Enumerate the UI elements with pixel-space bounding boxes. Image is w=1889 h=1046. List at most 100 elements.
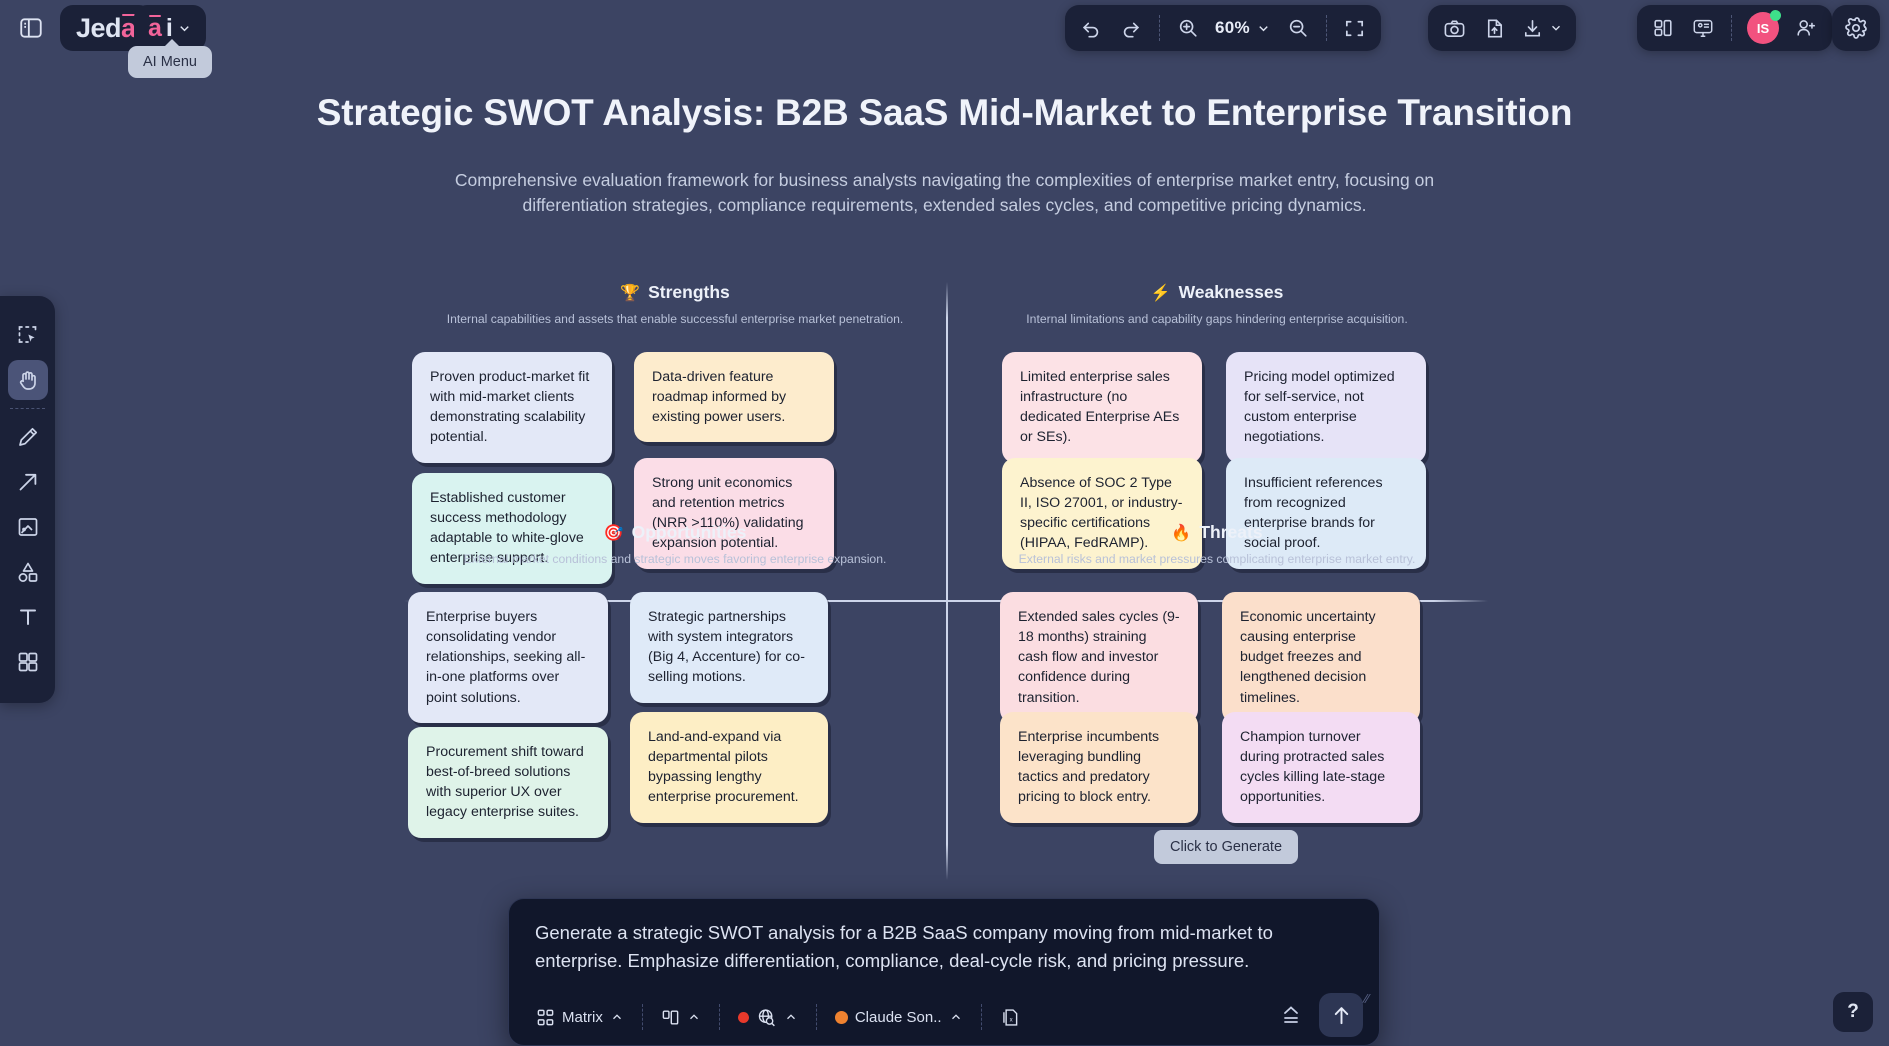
swot-card[interactable]: Extended sales cycles (9-18 months) stra… — [1000, 592, 1198, 723]
present-button[interactable] — [1683, 9, 1723, 47]
avatar-initials: IS — [1756, 20, 1770, 36]
swot-card[interactable]: Absence of SOC 2 Type II, ISO 27001, or … — [1002, 458, 1202, 569]
quadrant-description: Internal capabilities and assets that en… — [446, 312, 904, 326]
swot-card[interactable]: Strategic partnerships with system integ… — [630, 592, 828, 703]
swot-card[interactable]: Enterprise buyers consolidating vendor r… — [408, 592, 608, 723]
model-selector[interactable]: Claude Son.. — [826, 1003, 972, 1032]
prompt-divider — [718, 1004, 720, 1030]
swot-card[interactable]: Established customer success methodology… — [412, 473, 612, 584]
quadrant-title: Weaknesses — [1178, 282, 1284, 302]
target-icon: 🎯 — [603, 524, 624, 542]
help-button[interactable]: ? — [1833, 992, 1873, 1032]
prompt-input[interactable]: Generate a strategic SWOT analysis for a… — [535, 922, 1273, 972]
quadrant-title: Threats — [1199, 522, 1263, 542]
prompt-bar: Generate a strategic SWOT analysis for a… — [508, 898, 1380, 1046]
swot-card[interactable]: Strong unit economics and retention metr… — [634, 458, 834, 569]
sidebar-item-arrow-tool[interactable] — [8, 462, 48, 502]
redo-button[interactable] — [1111, 9, 1151, 47]
tool-rail — [0, 296, 55, 703]
swot-card[interactable]: Economic uncertainty causing enterprise … — [1222, 592, 1420, 723]
fit-to-screen-button[interactable] — [1335, 9, 1375, 47]
quadrant-header: ⚡ Weaknesses Internal limitations and ca… — [946, 282, 1488, 326]
chevron-up-icon — [784, 1010, 798, 1024]
ai-menu-tooltip: AI Menu — [128, 39, 212, 78]
quadrant-header: 🎯 Opportunities External market conditio… — [404, 522, 946, 566]
zoom-in-button[interactable] — [1168, 9, 1208, 47]
prompt-divider — [815, 1004, 817, 1030]
record-dot-icon — [737, 1011, 749, 1023]
lightning-icon: ⚡ — [1150, 284, 1171, 302]
fire-icon: 🔥 — [1171, 524, 1192, 542]
swot-card[interactable]: Data-driven feature roadmap informed by … — [634, 352, 834, 443]
align-button[interactable] — [1275, 999, 1307, 1031]
undo-button[interactable] — [1071, 9, 1111, 47]
swot-card[interactable]: Champion turnover during protracted sale… — [1222, 712, 1420, 823]
quadrant-header: 🔥 Threats External risks and market pres… — [946, 522, 1488, 566]
swot-card[interactable]: Procurement shift toward best-of-breed s… — [408, 727, 608, 838]
swot-card[interactable]: Insufficient references from recognized … — [1226, 458, 1426, 569]
quadrant-weaknesses: ⚡ Weaknesses Internal limitations and ca… — [946, 282, 1488, 569]
sidebar-toggle-button[interactable] — [8, 5, 54, 51]
page-subtitle: Comprehensive evaluation framework for b… — [454, 170, 1435, 215]
online-status-dot — [1770, 10, 1781, 21]
help-icon: ? — [1847, 1001, 1859, 1022]
download-button[interactable] — [1514, 9, 1570, 47]
quadrant-threats: 🔥 Threats External risks and market pres… — [946, 522, 1488, 823]
globe-search-icon — [756, 1007, 777, 1028]
web-search-selector[interactable] — [729, 1001, 807, 1034]
sidebar-item-frame-tool[interactable] — [8, 507, 48, 547]
mode-selector[interactable]: Matrix — [527, 1002, 633, 1033]
tool-divider — [10, 408, 45, 409]
sidebar-item-pen-tool[interactable] — [8, 417, 48, 457]
collaboration-toolbar-group: IS — [1637, 5, 1832, 51]
swot-card[interactable]: Pricing model optimized for self-service… — [1226, 352, 1426, 463]
prompt-divider — [980, 1004, 982, 1030]
toolbar-divider — [1325, 15, 1327, 41]
sidebar-item-text-tool[interactable] — [8, 597, 48, 637]
swot-card[interactable]: Land-and-expand via departmental pilots … — [630, 712, 828, 823]
zoom-out-button[interactable] — [1278, 9, 1318, 47]
sidebar-item-shapes-tool[interactable] — [8, 552, 48, 592]
swot-card[interactable]: Limited enterprise sales infrastructure … — [1002, 352, 1202, 463]
quadrant-description: External market conditions and strategic… — [463, 552, 887, 566]
quadrant-strengths: 🏆 Strengths Internal capabilities and as… — [404, 282, 946, 584]
quadrant-description: Internal limitations and capability gaps… — [1026, 312, 1408, 326]
chevron-up-icon — [687, 1010, 701, 1024]
settings-button[interactable] — [1836, 9, 1876, 47]
zoom-level-label: 60% — [1215, 18, 1250, 37]
send-button[interactable] — [1319, 993, 1363, 1037]
zoom-level-selector[interactable]: 60% — [1208, 9, 1278, 47]
layout-button[interactable] — [1643, 9, 1683, 47]
upload-file-button[interactable] — [1474, 9, 1514, 47]
avatar[interactable]: IS — [1740, 9, 1786, 47]
model-label: Claude Son.. — [854, 1008, 942, 1026]
sidebar-item-hand-tool[interactable] — [7, 360, 48, 400]
sidebar-item-grid-tool[interactable] — [8, 642, 48, 682]
swot-card[interactable]: Proven product-market fit with mid-marke… — [412, 352, 612, 463]
chevron-down-icon — [1256, 21, 1271, 36]
resize-grip-icon[interactable]: ⁄⁄ — [1364, 991, 1369, 1006]
sidebar-item-select-tool[interactable] — [8, 315, 48, 355]
matrix-icon — [536, 1008, 555, 1027]
camera-button[interactable] — [1434, 9, 1474, 47]
toolbar-divider — [1159, 15, 1160, 41]
quadrant-title: Opportunities — [631, 522, 747, 542]
quadrant-header: 🏆 Strengths Internal capabilities and as… — [404, 282, 946, 326]
prompt-toolbar: Matrix — [509, 989, 1381, 1045]
layout-icon — [661, 1008, 680, 1027]
add-user-button[interactable] — [1786, 9, 1826, 47]
settings-group — [1832, 5, 1880, 51]
layout-selector[interactable] — [652, 1002, 710, 1033]
toolbar-divider — [1731, 15, 1732, 41]
swot-matrix: 🏆 Strengths Internal capabilities and as… — [404, 282, 1488, 972]
matrix-vertical-divider — [946, 282, 948, 880]
zoom-toolbar-group: 60% — [1065, 5, 1381, 51]
attachment-button[interactable]: x — [991, 1001, 1030, 1034]
user-avatar: IS — [1747, 10, 1781, 44]
swot-card[interactable]: Enterprise incumbents leveraging bundlin… — [1000, 712, 1198, 823]
quadrant-title: Strengths — [648, 282, 730, 302]
chevron-down-icon — [177, 21, 192, 36]
